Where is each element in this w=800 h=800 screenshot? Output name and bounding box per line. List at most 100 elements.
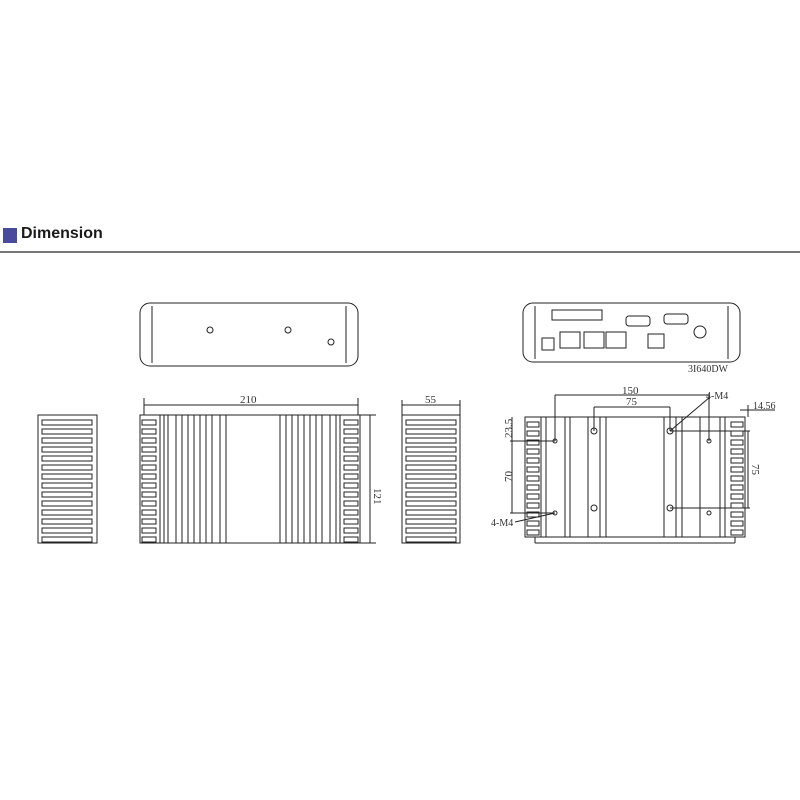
cooling-fin — [41, 464, 93, 471]
dim-14-56: 14.56 — [753, 401, 776, 412]
dim-55: 55 — [425, 394, 437, 406]
dim-75-vertical: 75 — [749, 464, 761, 476]
cooling-fin — [526, 439, 540, 446]
cooling-fin — [41, 518, 93, 525]
screw-hole — [206, 326, 214, 334]
cooling-fin — [141, 437, 157, 444]
cooling-fin — [41, 536, 93, 543]
side-view-right: 55 — [401, 394, 461, 544]
cooling-fin — [141, 428, 157, 435]
cooling-fin — [343, 518, 359, 525]
rear-panel-outline — [522, 302, 741, 363]
cooling-fin — [343, 482, 359, 489]
cooling-fin — [730, 511, 744, 518]
cooling-fin — [405, 527, 457, 534]
cooling-fin — [141, 491, 157, 498]
mount-hole — [590, 504, 598, 512]
dim-210: 210 — [240, 394, 257, 406]
cooling-fin — [526, 421, 540, 428]
section-marker-icon — [3, 228, 17, 243]
cooling-fin — [730, 502, 744, 509]
cooling-fin — [405, 473, 457, 480]
cooling-fin — [41, 473, 93, 480]
dim-150: 150 — [622, 385, 639, 397]
cooling-fin — [343, 527, 359, 534]
cooling-fin — [526, 511, 540, 518]
cooling-fin — [405, 482, 457, 489]
terminal-block — [551, 309, 603, 321]
serial-port — [663, 313, 689, 325]
cooling-fin — [343, 491, 359, 498]
cooling-fin — [730, 529, 744, 536]
cooling-fin — [526, 430, 540, 437]
cooling-fin — [526, 484, 540, 491]
mount-hole — [706, 510, 712, 516]
cooling-fin — [526, 493, 540, 500]
cooling-fin — [343, 446, 359, 453]
cooling-fin — [730, 493, 744, 500]
screw-hole — [327, 338, 335, 346]
rear-panel-view: 3I640DW — [522, 302, 741, 375]
cooling-fin — [730, 457, 744, 464]
cooling-fin — [343, 464, 359, 471]
top-view-outline — [139, 302, 359, 367]
cooling-fin — [405, 446, 457, 453]
cooling-fin — [141, 455, 157, 462]
cooling-fin — [41, 509, 93, 516]
cooling-fin — [526, 502, 540, 509]
dim-23-5: 23.5 — [503, 418, 515, 438]
cooling-fin — [405, 419, 457, 426]
cooling-fin — [526, 520, 540, 527]
power-connector — [693, 325, 707, 339]
cooling-fin — [405, 509, 457, 516]
front-view: 210 121 — [139, 394, 383, 544]
cooling-fin — [141, 536, 157, 543]
cooling-fin — [343, 500, 359, 507]
cooling-fin — [141, 482, 157, 489]
side-view-left-outline — [37, 414, 98, 544]
cooling-fin — [41, 491, 93, 498]
lan-port — [559, 331, 581, 349]
cooling-fin — [730, 520, 744, 527]
cooling-fin — [405, 464, 457, 471]
cooling-fin — [526, 448, 540, 455]
cooling-fin — [141, 527, 157, 534]
section-title: Dimension — [21, 225, 103, 242]
cooling-fin — [343, 536, 359, 543]
cooling-fin — [730, 466, 744, 473]
bottom-view: 150 75 75 23.5 70 14.56 4-M4 4-M4 — [491, 385, 776, 544]
serial-port — [625, 315, 651, 327]
cooling-fin — [405, 428, 457, 435]
front-view-outline — [139, 414, 361, 544]
cooling-fin — [730, 484, 744, 491]
model-label: 3I640DW — [688, 364, 729, 375]
side-view-left — [37, 414, 98, 544]
cooling-fin — [730, 448, 744, 455]
dim-70: 70 — [503, 471, 515, 483]
dim-121: 121 — [371, 488, 383, 505]
cooling-fin — [526, 475, 540, 482]
cooling-fin — [141, 518, 157, 525]
top-view — [139, 302, 359, 367]
dim-75-horizontal: 75 — [626, 396, 638, 408]
cooling-fin — [41, 500, 93, 507]
cooling-fin — [526, 466, 540, 473]
hole-label-top: 4-M4 — [706, 391, 728, 402]
cooling-fin — [343, 419, 359, 426]
section-divider — [0, 251, 800, 253]
cooling-fin — [41, 455, 93, 462]
cooling-fin — [405, 536, 457, 543]
cooling-fin — [730, 475, 744, 482]
cooling-fin — [730, 439, 744, 446]
bottom-view-outline — [524, 416, 746, 538]
cooling-fin — [405, 518, 457, 525]
cooling-fin — [41, 527, 93, 534]
cooling-fin — [343, 428, 359, 435]
cooling-fin — [730, 421, 744, 428]
cooling-fin — [141, 464, 157, 471]
screw-hole — [284, 326, 292, 334]
cooling-fin — [41, 419, 93, 426]
side-view-right-outline — [401, 414, 461, 544]
cooling-fin — [41, 482, 93, 489]
